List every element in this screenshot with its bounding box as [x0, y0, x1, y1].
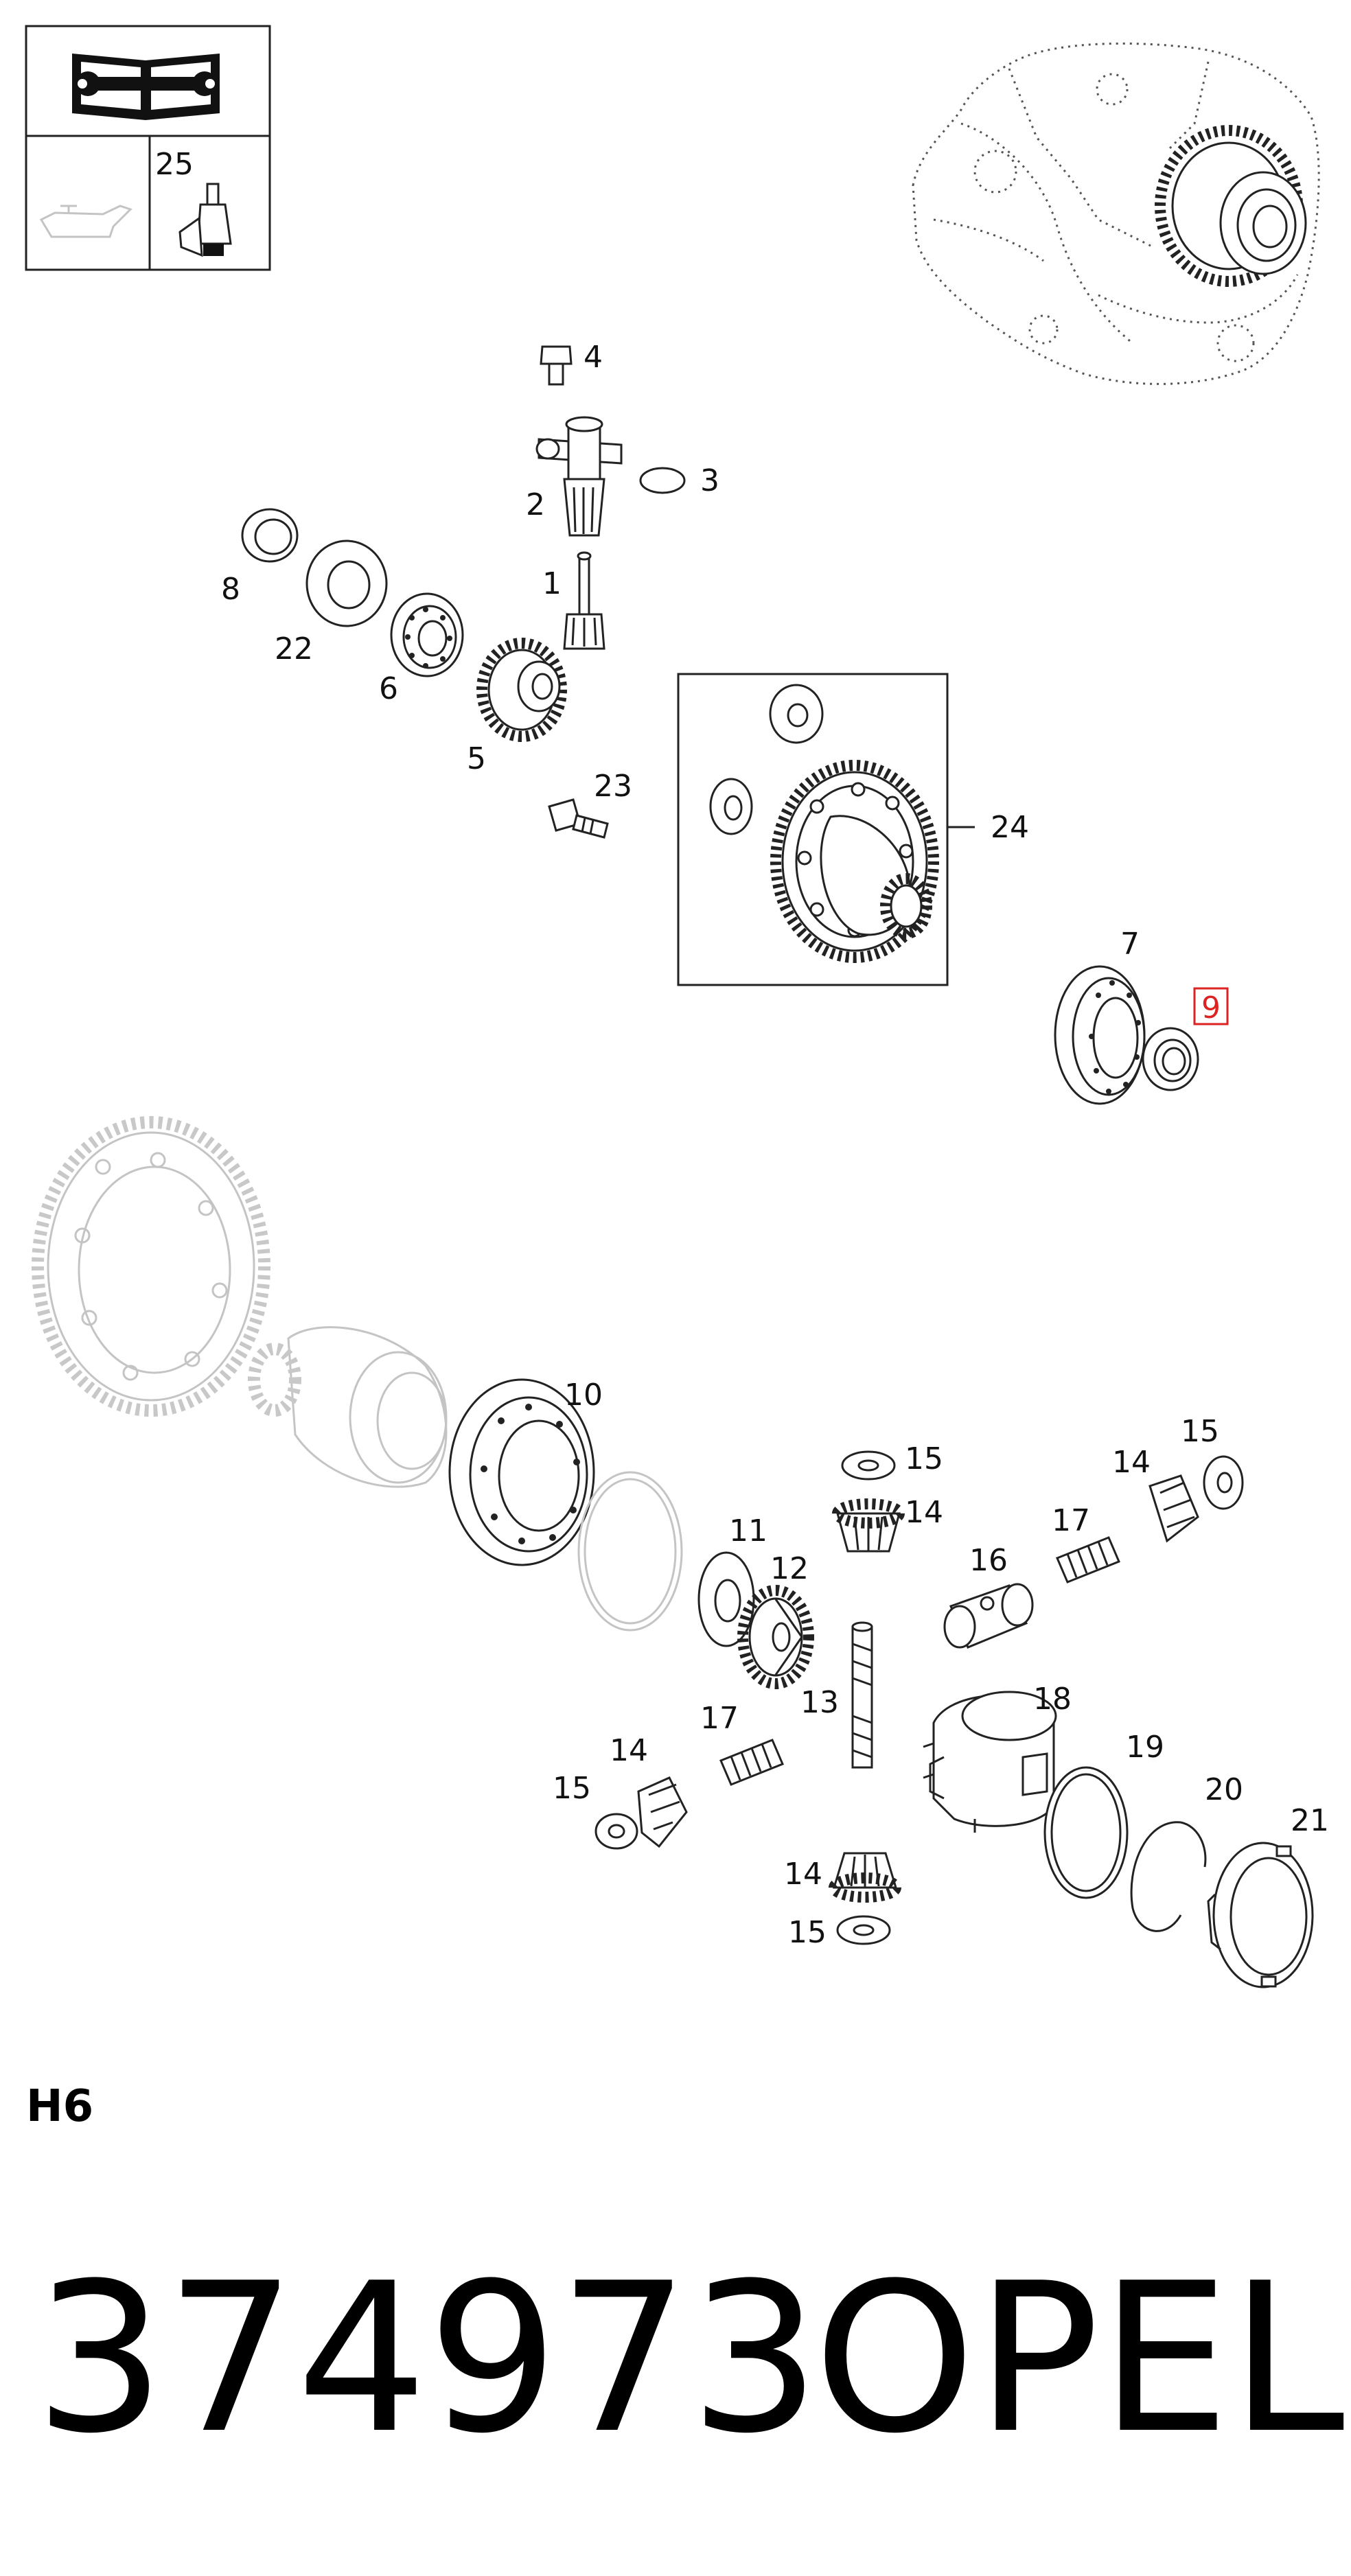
kit-number-label: 25	[155, 147, 194, 182]
part-15-washer-top	[841, 1450, 896, 1481]
part-1-speedometer-gear	[563, 551, 605, 650]
callout-7: 7	[1120, 927, 1140, 962]
part-13-cross-shaft	[851, 1621, 873, 1769]
part-23-bolt	[548, 798, 609, 839]
callout-5: 5	[467, 741, 486, 776]
sealant-tube-icon	[178, 183, 232, 257]
part-2-speedometer-housing	[535, 416, 623, 537]
part-18-differential-case	[923, 1691, 1057, 1833]
callout-15d: 15	[788, 1915, 827, 1950]
part-4-bolt	[540, 345, 573, 386]
part-16-spacer	[943, 1583, 1034, 1649]
part-17-spring-left	[719, 1739, 784, 1786]
callout-6: 6	[379, 671, 398, 706]
brand-name: OPEL	[813, 2239, 1346, 2479]
callout-16: 16	[969, 1543, 1008, 1578]
part-15-washer-left	[594, 1813, 638, 1850]
callout-14a: 14	[905, 1495, 943, 1530]
callout-24: 24	[991, 810, 1029, 845]
part-21-ring	[1207, 1842, 1314, 1988]
part-6-bearing	[390, 592, 464, 677]
ghost-shim-ring	[577, 1471, 683, 1632]
callout-15b: 15	[1181, 1414, 1219, 1449]
callout-14d: 14	[784, 1857, 822, 1892]
callout-15a: 15	[905, 1441, 943, 1476]
part-14-pinion-left	[637, 1776, 688, 1848]
part-14-pinion-top	[832, 1498, 905, 1553]
callout-18: 18	[1033, 1682, 1072, 1717]
part-5-helical-gear	[476, 638, 567, 742]
callout-19: 19	[1126, 1730, 1164, 1765]
callout-10: 10	[564, 1378, 603, 1413]
callout-2: 2	[526, 487, 545, 522]
part-12-side-gear	[737, 1585, 814, 1689]
part-15-washer-right	[1203, 1455, 1244, 1510]
callout-23: 23	[594, 769, 632, 804]
part-8-seal	[241, 508, 299, 563]
part-24-differential-assembly	[677, 673, 975, 986]
callout-13: 13	[800, 1685, 839, 1720]
callout-17a: 17	[1052, 1503, 1090, 1538]
callout-3: 3	[700, 463, 719, 498]
part-number: 374973	[34, 2239, 820, 2479]
callout-9-highlight: 9	[1193, 987, 1229, 1025]
part-20-circlip	[1130, 1821, 1207, 1932]
callout-14c: 14	[610, 1733, 648, 1768]
callout-12: 12	[770, 1551, 809, 1586]
part-3-o-ring	[639, 467, 686, 494]
part-17-spring-right	[1056, 1536, 1120, 1583]
transmission-housing-overview	[912, 42, 1320, 385]
callout-14b: 14	[1112, 1445, 1151, 1480]
part-19-snap-ring	[1043, 1766, 1129, 1899]
part-7-bearing	[1054, 965, 1146, 1105]
callout-22: 22	[275, 631, 313, 666]
oil-can-icon	[39, 205, 132, 238]
callout-17b: 17	[700, 1701, 739, 1736]
part-22-shim	[305, 539, 388, 627]
part-14-pinion-bottom	[829, 1852, 901, 1903]
callout-15c: 15	[553, 1771, 591, 1806]
callout-21: 21	[1291, 1803, 1329, 1838]
header-icon-box: 25	[25, 25, 271, 271]
ghost-ring-gear-reference	[32, 1116, 448, 1488]
part-15-washer-bottom	[836, 1915, 891, 1945]
callout-11: 11	[729, 1513, 767, 1548]
callout-1: 1	[542, 566, 562, 601]
callout-9: 9	[1201, 990, 1221, 1025]
part-14-pinion-right	[1148, 1474, 1199, 1543]
callout-4: 4	[584, 340, 603, 375]
callout-8: 8	[221, 572, 240, 607]
part-10-bearing	[448, 1378, 595, 1566]
part-11-thrust-washer	[697, 1551, 755, 1647]
repair-manual-icon	[72, 54, 220, 120]
callout-20: 20	[1205, 1772, 1243, 1807]
part-9-oil-seal	[1142, 1027, 1199, 1091]
section-code: H6	[26, 2081, 93, 2132]
